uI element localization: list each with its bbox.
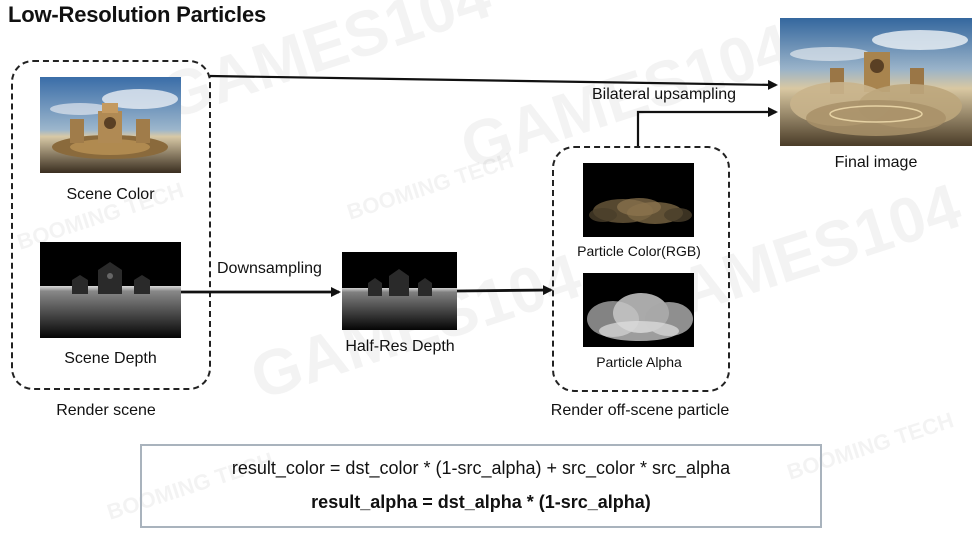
scene-color-image xyxy=(40,77,181,173)
scene-depth-image xyxy=(40,242,181,338)
render-scene-group xyxy=(11,60,211,390)
particle-alpha-image xyxy=(583,273,694,347)
half-res-depth-label: Half-Res Depth xyxy=(345,338,455,355)
particle-color-image xyxy=(583,163,694,237)
render-particle-group xyxy=(552,146,730,392)
render-scene-label: Render scene xyxy=(56,402,156,419)
result-alpha-formula: result_alpha = dst_alpha * (1-src_alpha) xyxy=(311,492,651,512)
half-res-depth-image xyxy=(342,252,457,330)
arrow-bilateral-upsampling xyxy=(636,107,778,146)
result-color-formula: result_color = dst_color * (1-src_alpha)… xyxy=(231,458,731,478)
arrow-scene-to-final xyxy=(209,74,778,90)
page-title: Low-Resolution Particles xyxy=(8,2,267,27)
particle-alpha-label: Particle Alpha xyxy=(596,354,682,370)
final-image xyxy=(780,18,972,146)
particle-color-label: Particle Color(RGB) xyxy=(577,243,701,259)
render-particle-label: Render off-scene particle xyxy=(550,402,730,419)
blend-formula-box: result_color = dst_color * (1-src_alpha)… xyxy=(140,444,822,528)
arrow-to-particles xyxy=(456,285,553,296)
bilateral-upsampling-label: Bilateral upsampling xyxy=(592,86,737,103)
scene-depth-label: Scene Depth xyxy=(64,350,157,367)
final-image-label: Final image xyxy=(834,154,918,171)
downsampling-label: Downsampling xyxy=(217,260,322,277)
scene-color-label: Scene Color xyxy=(66,186,155,203)
